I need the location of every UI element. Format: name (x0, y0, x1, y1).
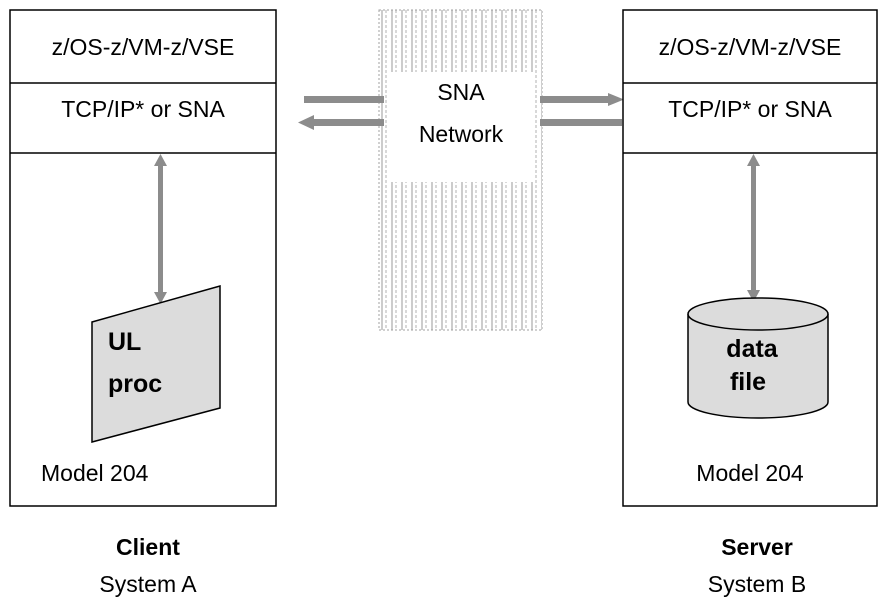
client-system-label: System A (99, 571, 197, 597)
data-file-line2: file (730, 368, 766, 396)
server-model-label: Model 204 (696, 460, 804, 486)
client-protocol-label: TCP/IP* or SNA (61, 96, 225, 122)
data-file-line1: data (726, 335, 779, 363)
ul-proc-shape (91, 285, 221, 443)
client-model-label: Model 204 (41, 460, 149, 486)
server-system-box (622, 9, 878, 507)
client-to-network-arrows (298, 96, 384, 130)
client-system-box (9, 9, 277, 507)
ul-proc-line2: proc (108, 370, 162, 398)
server-system-label: System B (708, 571, 806, 597)
server-vertical-arrow (747, 154, 760, 302)
client-role-label: Client (116, 534, 180, 560)
ul-proc-line1: UL (108, 328, 141, 356)
server-role-label: Server (721, 534, 793, 560)
server-os-label: z/OS-z/VM-z/VSE (659, 34, 842, 60)
network-to-server-arrows (540, 93, 624, 126)
server-protocol-label: TCP/IP* or SNA (668, 96, 832, 122)
network-label-line2: Network (419, 121, 504, 147)
sna-network-box (378, 9, 543, 331)
client-os-label: z/OS-z/VM-z/VSE (52, 34, 235, 60)
network-label-line1: SNA (437, 79, 485, 105)
client-vertical-arrow (154, 154, 167, 304)
data-file-cylinder (687, 297, 829, 419)
